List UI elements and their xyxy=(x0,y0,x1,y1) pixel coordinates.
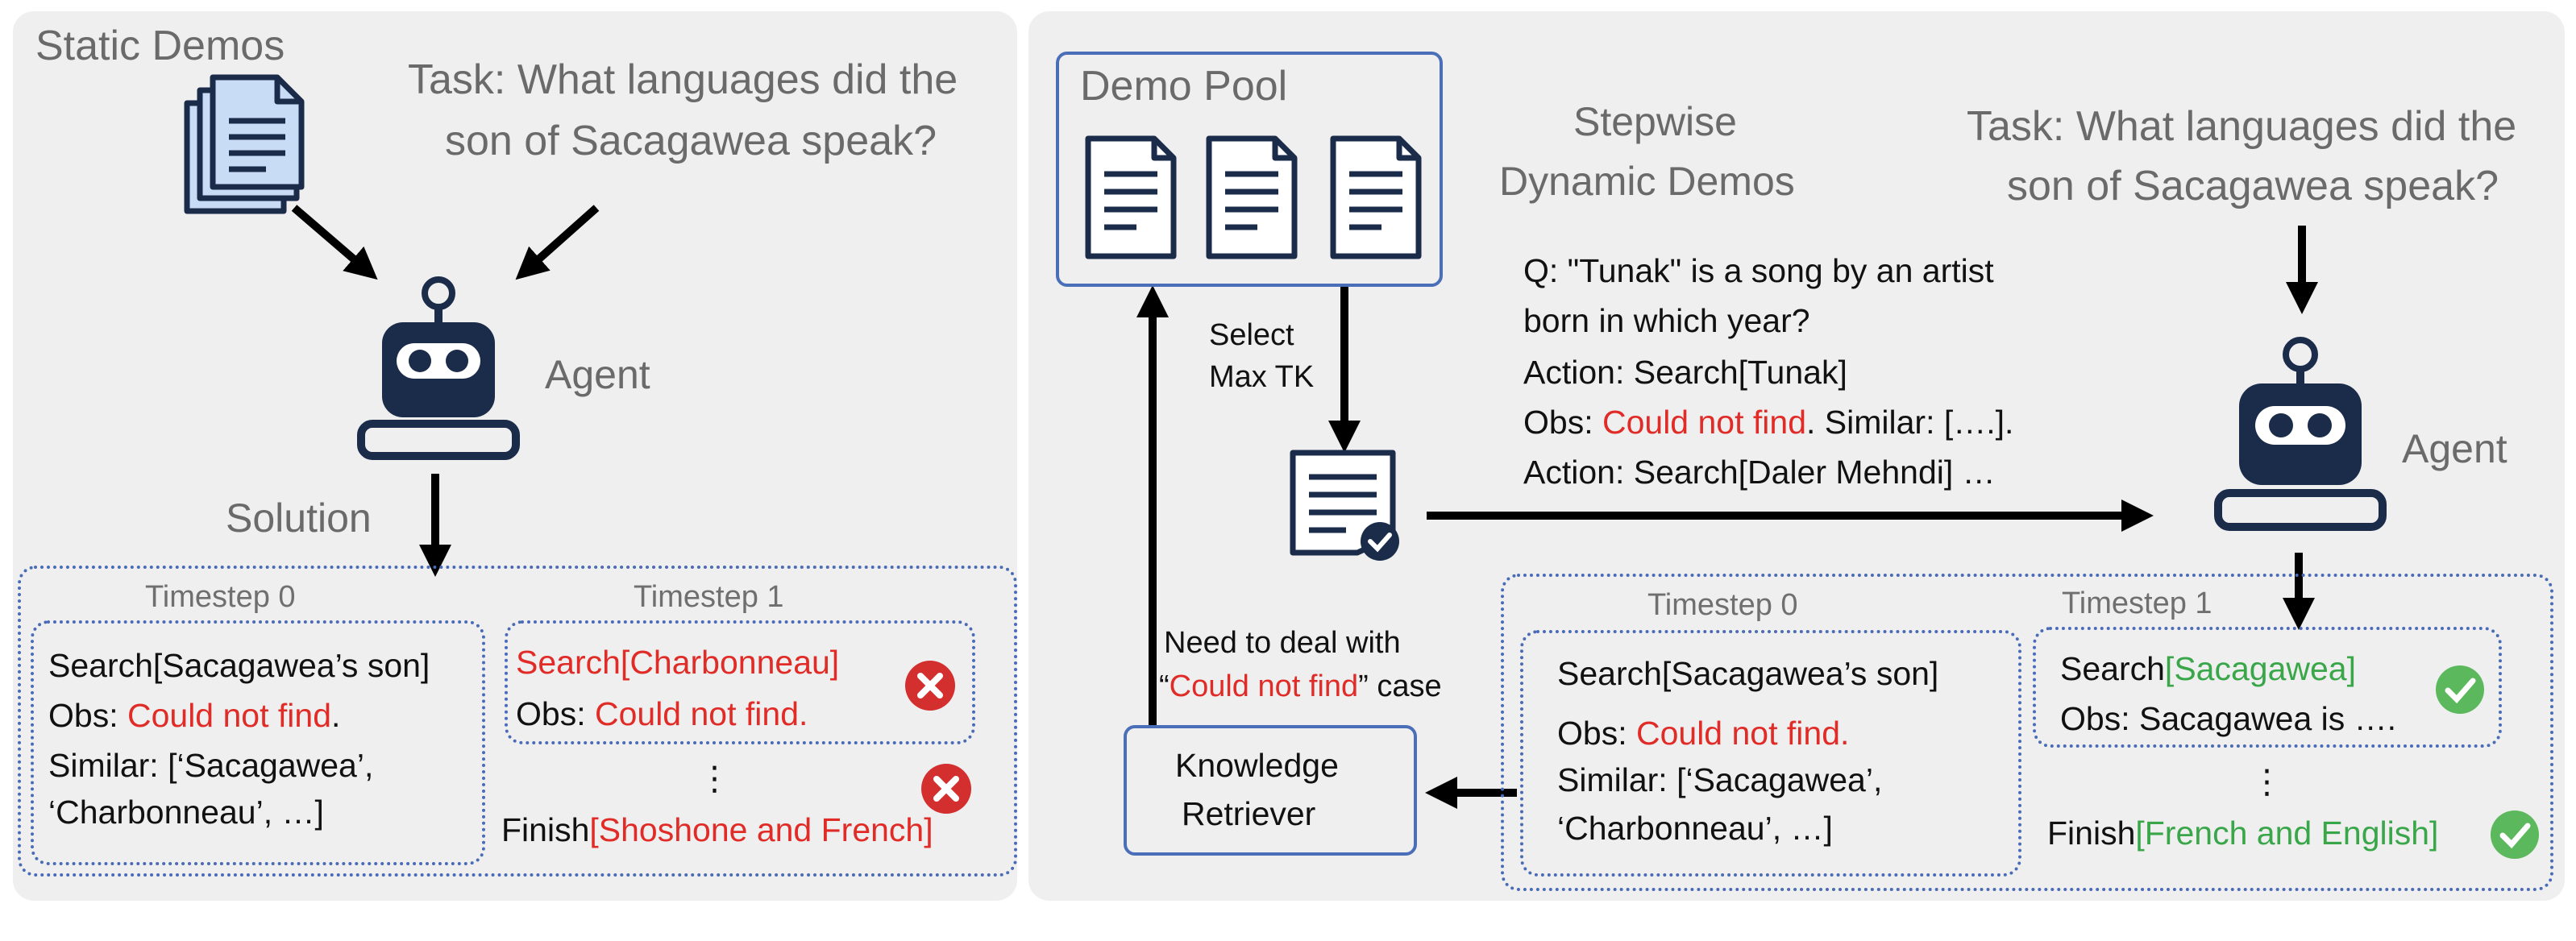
timestep-0-box xyxy=(31,620,485,865)
right-ts1-obs: Obs: Sacagawea is …. xyxy=(2060,700,2397,737)
task-line-2: son of Sacagawea speak? xyxy=(445,118,937,164)
task-line-2-right: son of Sacagawea speak? xyxy=(2007,163,2499,209)
task-line-1: Task: What languages did the xyxy=(408,56,958,103)
doc-check-icon xyxy=(1290,450,1399,561)
right-ts0-similar-2: ‘Charbonneau’, …] xyxy=(1557,810,1833,847)
solution-label: Solution xyxy=(226,495,372,541)
solution-container xyxy=(18,566,1017,877)
cross-icon xyxy=(905,661,955,711)
right-timestep-1-label: Timestep 1 xyxy=(2062,587,2212,620)
arrow-icon xyxy=(291,205,378,280)
document-icon xyxy=(1085,135,1177,259)
right-ts1-dots: ⋮ xyxy=(2250,763,2283,800)
arrow-icon xyxy=(515,205,600,280)
need-to-deal-1: Need to deal with xyxy=(1164,626,1401,660)
right-ts1-finish: Finish[French and English] xyxy=(2047,815,2439,852)
ts0-obs: Obs: Could not find. xyxy=(48,697,341,734)
document-icon xyxy=(1330,135,1422,259)
robot-icon xyxy=(2214,337,2387,531)
ts0-similar-2: ‘Charbonneau’, …] xyxy=(48,794,324,831)
demo-action-1: Action: Search[Tunak] xyxy=(1523,354,1847,391)
knowledge-retriever-2: Retriever xyxy=(1182,795,1316,832)
ts1-obs: Obs: Could not find. xyxy=(516,695,808,732)
demo-question-2: born in which year? xyxy=(1523,302,1810,339)
knowledge-retriever-box xyxy=(1124,725,1417,856)
ts1-finish: Finish[Shoshone and French] xyxy=(501,811,933,848)
robot-icon xyxy=(357,276,520,460)
timestep-1-label: Timestep 1 xyxy=(634,580,784,614)
timestep-1-box xyxy=(505,620,975,744)
document-icon xyxy=(1206,135,1298,259)
select-max-tk-1: Select xyxy=(1209,318,1294,352)
agent-label-right: Agent xyxy=(2402,426,2507,471)
demo-question-1: Q: "Tunak" is a song by an artist xyxy=(1523,252,1994,289)
documents-icon xyxy=(184,74,305,214)
demo-pool-box xyxy=(1056,52,1443,287)
right-ts0-similar: Similar: [‘Sacagawea’, xyxy=(1557,761,1883,798)
need-to-deal-2: “Could not find” case xyxy=(1159,669,1442,703)
knowledge-retriever-1: Knowledge xyxy=(1175,747,1339,784)
could-not-find-text: Could not find xyxy=(127,697,331,734)
right-ts0-obs: Obs: Could not find. xyxy=(1557,715,1850,752)
right-timestep-1-box xyxy=(2033,627,2502,748)
ts1-dots: ⋮ xyxy=(698,760,731,797)
select-max-tk-2: Max TK xyxy=(1209,360,1315,394)
agent-label: Agent xyxy=(545,352,650,397)
stepwise-line-1: Stepwise xyxy=(1573,99,1737,144)
demo-obs: Obs: Could not find. Similar: [….]. xyxy=(1523,404,2014,441)
right-timestep-0-box xyxy=(1520,630,2021,877)
stepwise-line-2: Dynamic Demos xyxy=(1499,159,1795,204)
right-timestep-0-label: Timestep 0 xyxy=(1647,588,1798,622)
check-icon xyxy=(2436,665,2484,714)
task-line-1-right: Task: What languages did the xyxy=(1967,103,2517,150)
demo-action-2: Action: Search[Daler Mehndi] … xyxy=(1523,454,1996,491)
ts0-search: Search[Sacagawea’s son] xyxy=(48,647,430,684)
timestep-0-label: Timestep 0 xyxy=(145,580,296,614)
right-ts1-search: Search[Sacagawea] xyxy=(2060,650,2356,687)
timesteps-container xyxy=(1501,574,2553,891)
cross-icon xyxy=(921,764,971,814)
ts1-search: Search[Charbonneau] xyxy=(516,644,840,681)
check-icon xyxy=(2491,810,2539,859)
static-demos-label: Static Demos xyxy=(35,23,285,69)
left-panel xyxy=(13,11,1017,901)
right-ts0-search: Search[Sacagawea’s son] xyxy=(1557,655,1939,692)
ts0-similar: Similar: [‘Sacagawea’, xyxy=(48,747,374,784)
demo-pool-label: Demo Pool xyxy=(1080,63,1288,110)
